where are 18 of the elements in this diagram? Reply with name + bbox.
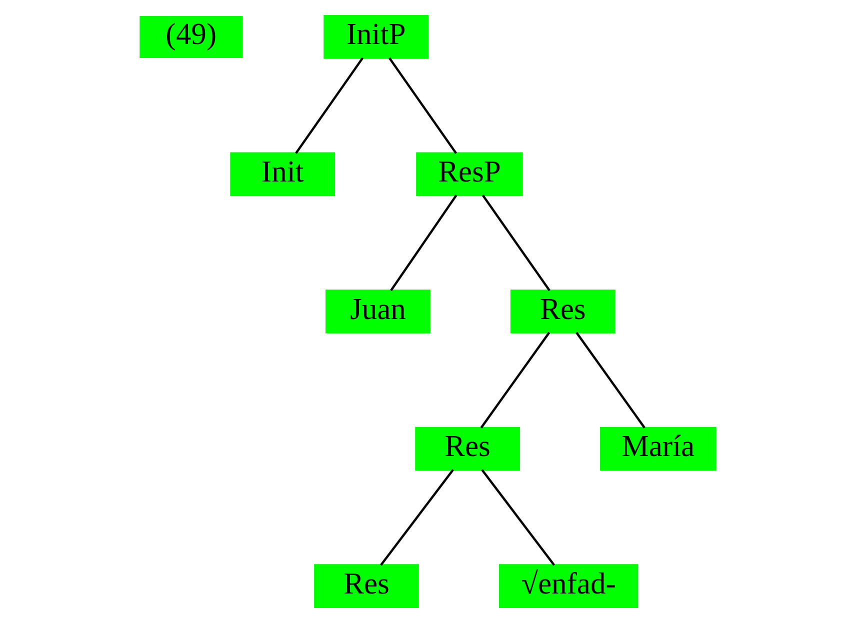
connector xyxy=(390,194,457,292)
connector xyxy=(575,332,645,428)
node-box: Res xyxy=(414,426,520,471)
node-box: ResP xyxy=(416,152,522,196)
connector xyxy=(480,332,550,428)
connector xyxy=(481,194,550,292)
connector xyxy=(380,469,454,566)
connector xyxy=(388,57,457,154)
connector xyxy=(480,469,555,566)
node-box: Res xyxy=(314,564,418,608)
node-box: √enfad- xyxy=(498,564,638,608)
node-box: Res xyxy=(510,290,615,334)
label: (49) xyxy=(165,17,216,52)
node-box: Juan xyxy=(325,290,430,334)
node-box: InitP xyxy=(323,15,428,59)
node-box: Init xyxy=(230,152,335,196)
connector xyxy=(294,57,364,154)
node-box: María xyxy=(600,426,716,471)
